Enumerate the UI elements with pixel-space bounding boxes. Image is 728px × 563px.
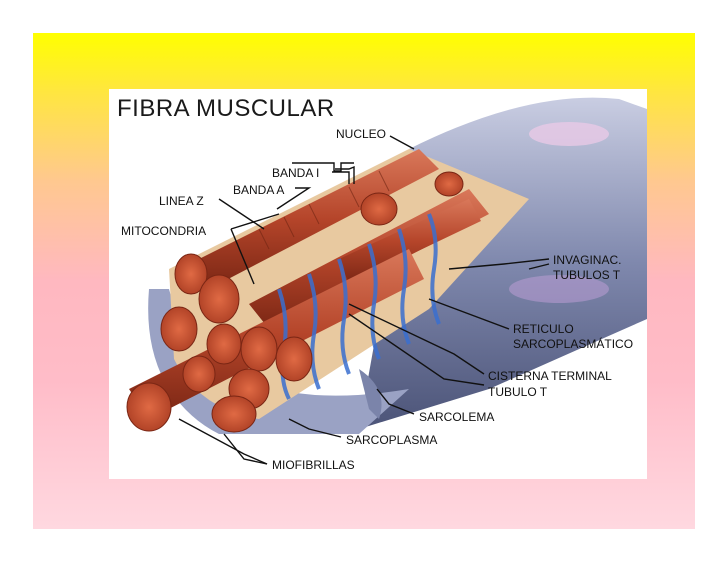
- label-sarcoplasmatico: SARCOPLASMÁTICO: [513, 337, 634, 351]
- label-linea-z: LINEA Z: [159, 194, 204, 208]
- label-nucleo: NUCLEO: [336, 127, 387, 141]
- diagram-title: FIBRA MUSCULAR: [117, 95, 335, 122]
- fiber-cross-sections: [126, 171, 464, 433]
- label-miofibrillas: MIOFIBRILLAS: [272, 458, 355, 472]
- label-tubulos-t: TUBULOS T: [553, 268, 621, 282]
- label-invaginac: INVAGINAC.: [553, 253, 622, 267]
- leader-lines: [178, 135, 550, 465]
- label-cisterna-terminal: CISTERNA TERMINAL: [488, 369, 612, 383]
- label-tubulo-t: TUBULO T: [488, 385, 548, 399]
- diagram-panel: FIBRA MUSCULAR NUCLEO BANDA I BANDA A LI…: [109, 89, 647, 479]
- label-mitocondria: MITOCONDRIA: [121, 224, 207, 238]
- muscle-fiber-illustration: [126, 97, 647, 465]
- label-banda-i: BANDA I: [272, 166, 320, 180]
- label-sarcolema: SARCOLEMA: [419, 410, 495, 424]
- label-reticulo: RETICULO: [513, 322, 574, 336]
- label-sarcoplasma: SARCOPLASMA: [346, 433, 438, 447]
- label-banda-a: BANDA A: [233, 183, 285, 197]
